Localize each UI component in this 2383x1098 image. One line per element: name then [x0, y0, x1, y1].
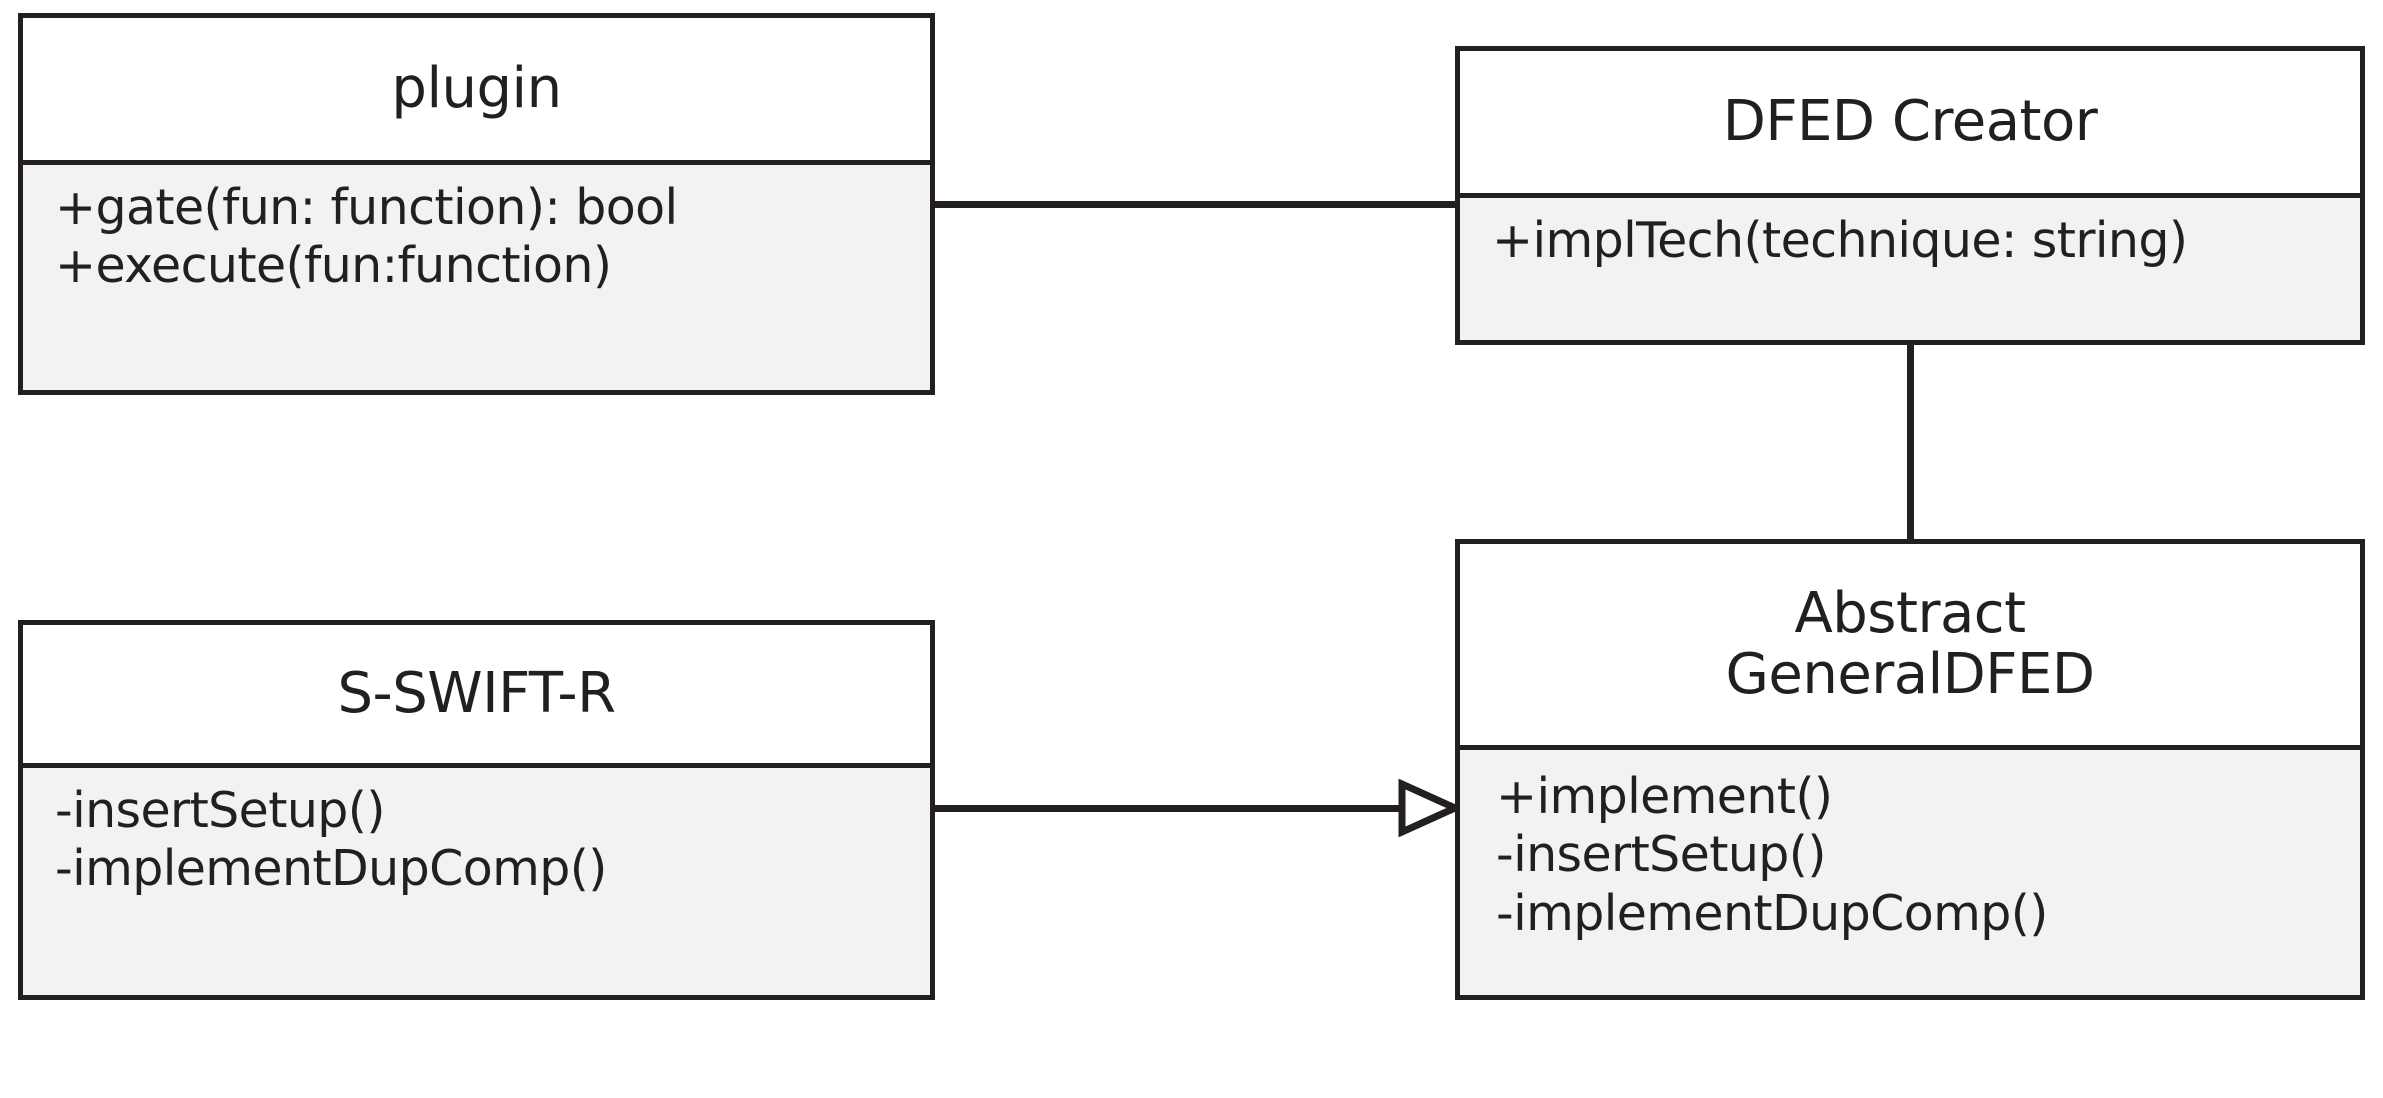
class-name-plugin: plugin — [391, 55, 562, 121]
connector-plugin-to-dfed-creator — [930, 201, 1460, 208]
connector-dfed-creator-to-generaldfed — [1907, 341, 1914, 543]
class-member: -implementDupComp() — [1496, 884, 2048, 942]
class-box-abstract-generaldfed[interactable]: Abstract GeneralDFED +implement() -inser… — [1455, 539, 2365, 1000]
class-name-dfed-creator: DFED Creator — [1722, 88, 2098, 154]
class-member: +gate(fun: function): bool — [55, 179, 678, 236]
class-member: -insertSetup() — [55, 782, 385, 839]
generalization-arrowhead-icon — [1398, 779, 1458, 837]
class-name-s-swift-r: S-SWIFT-R — [337, 660, 616, 726]
class-members-abstract-generaldfed: +implement() -insertSetup() -implementDu… — [1460, 750, 2360, 995]
class-header-dfed-creator: DFED Creator — [1460, 51, 2360, 198]
class-box-s-swift-r[interactable]: S-SWIFT-R -insertSetup() -implementDupCo… — [18, 620, 935, 1000]
class-name-abstract-generaldfed: Abstract GeneralDFED — [1725, 581, 2095, 707]
class-members-dfed-creator: +implTech(technique: string) — [1460, 198, 2360, 340]
class-box-dfed-creator[interactable]: DFED Creator +implTech(technique: string… — [1455, 46, 2365, 345]
class-member: -insertSetup() — [1496, 826, 1826, 884]
class-header-abstract-generaldfed: Abstract GeneralDFED — [1460, 544, 2360, 750]
class-header-s-swift-r: S-SWIFT-R — [23, 625, 930, 768]
connector-s-swift-r-to-generaldfed — [930, 805, 1405, 812]
class-members-plugin: +gate(fun: function): bool +execute(fun:… — [23, 165, 930, 390]
class-member: -implementDupComp() — [55, 840, 607, 898]
class-member: +execute(fun:function) — [55, 237, 612, 295]
class-members-s-swift-r: -insertSetup() -implementDupComp() — [23, 768, 930, 995]
class-member: +implTech(technique: string) — [1492, 212, 2188, 269]
class-member: +implement() — [1496, 768, 1833, 825]
class-box-plugin[interactable]: plugin +gate(fun: function): bool +execu… — [18, 13, 935, 395]
class-header-plugin: plugin — [23, 18, 930, 165]
